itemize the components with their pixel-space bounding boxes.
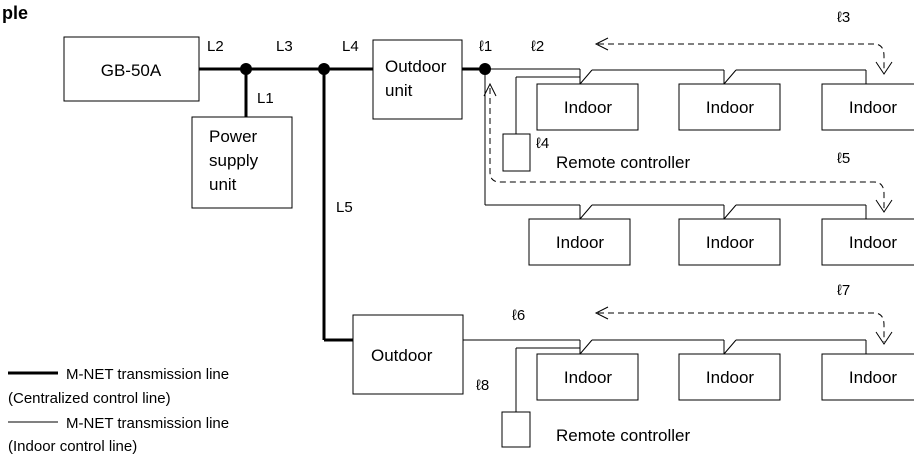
line-label-L2: L2 — [207, 38, 224, 55]
legend: M-NET transmission line (Centralized con… — [8, 366, 229, 455]
indoor-label: Indoor — [706, 233, 755, 252]
dashed-arrow-l3 — [598, 43, 885, 72]
legend-thin-line-label-1: M-NET transmission line — [66, 415, 229, 432]
outdoor-unit-1-label-1: Outdoor — [385, 57, 447, 76]
legend-thick-line-label-1: M-NET transmission line — [66, 366, 229, 383]
power-supply-box — [191, 116, 293, 209]
power-supply-label-3: unit — [209, 175, 237, 194]
outdoor-unit-box-1 — [372, 39, 463, 120]
line-label-l7: ℓ7 — [837, 282, 850, 299]
line-label-l1: ℓ1 — [479, 38, 492, 55]
indoor-label: Indoor — [849, 98, 898, 117]
power-supply-label-2: supply — [209, 151, 259, 170]
line-label-l4: ℓ4 — [536, 135, 549, 152]
indoor-unit-box — [528, 218, 631, 266]
indoor-label: Indoor — [556, 233, 605, 252]
indoor-unit-box — [678, 353, 781, 401]
outdoor-unit-1-label-2: unit — [385, 81, 413, 100]
line-label-L1: L1 — [257, 90, 274, 107]
indoor-label: Indoor — [564, 368, 613, 387]
power-supply-label-1: Power — [209, 127, 258, 146]
line-label-L3: L3 — [276, 38, 293, 55]
indoor-unit-box — [536, 353, 639, 401]
gb50a-box — [63, 36, 200, 102]
remote-controller-box — [501, 411, 531, 448]
remote-controller-label: Remote controller — [556, 426, 691, 445]
line-label-L5: L5 — [336, 199, 353, 216]
indoor-label: Indoor — [706, 98, 755, 117]
indoor-unit-box — [821, 218, 914, 266]
dashed-arrows — [489, 43, 885, 342]
indoor-unit-box — [821, 83, 914, 131]
arrow-heads — [483, 37, 893, 345]
centralized-control-lines — [199, 67, 485, 342]
line-label-l5: ℓ5 — [837, 150, 850, 167]
indoor-control-lines — [463, 68, 867, 412]
junction-dot-l1 — [240, 63, 252, 75]
indoor-unit-box — [821, 353, 914, 401]
junction-dot-l5 — [318, 63, 330, 75]
remote-controller-box — [502, 133, 531, 172]
indoor-unit-box — [678, 83, 781, 131]
title-fragment: ple — [2, 3, 28, 23]
line-label-l6: ℓ6 — [512, 307, 525, 324]
remote-controller-label: Remote controller — [556, 153, 691, 172]
outdoor-unit-box-2 — [352, 314, 464, 395]
indoor-label: Indoor — [849, 368, 898, 387]
line-label-l8: ℓ8 — [476, 377, 489, 394]
indoor-unit-box — [678, 218, 781, 266]
dashed-arrow-l7 — [598, 312, 885, 342]
device-boxes — [63, 36, 914, 448]
indoor-label: Indoor — [564, 98, 613, 117]
legend-thin-line-label-2: (Indoor control line) — [8, 438, 137, 455]
line-label-L4: L4 — [342, 38, 359, 55]
line-label-l3: ℓ3 — [837, 9, 850, 26]
outdoor-unit-2-label: Outdoor — [371, 346, 433, 365]
indoor-unit-box — [536, 83, 639, 131]
indoor-label: Indoor — [706, 368, 755, 387]
gb50a-label: GB-50A — [101, 61, 162, 80]
line-label-l2: ℓ2 — [531, 38, 544, 55]
legend-thick-line-label-2: (Centralized control line) — [8, 390, 171, 407]
indoor-label: Indoor — [849, 233, 898, 252]
